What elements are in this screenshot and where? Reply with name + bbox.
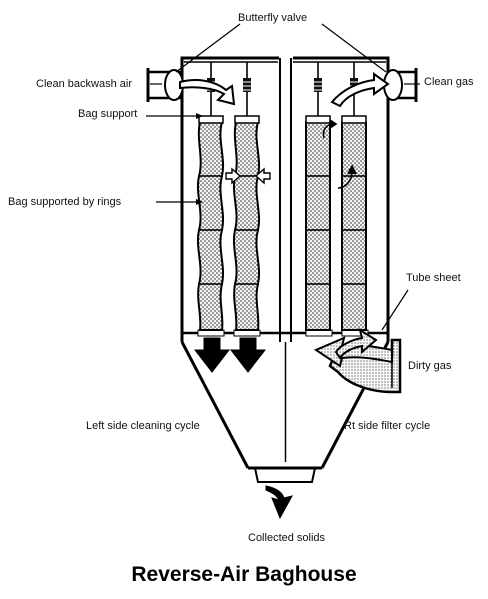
diagram-title: Reverse-Air Baghouse [131,563,357,586]
label-dirty-gas: Dirty gas [408,360,452,372]
filter-bag-right-1 [305,121,331,331]
filter-bag-left-2 [233,121,260,331]
label-butterfly-valve: Butterfly valve [238,12,308,24]
label-left-side-cleaning-cycle: Left side cleaning cycle [86,420,200,432]
bag-rings [199,175,366,285]
label-clean-backwash-air: Clean backwash air [36,78,132,90]
dust-fall-arrows [193,337,267,373]
filter-flow-arrows [322,119,357,189]
backwash-flow-arrow [179,79,236,106]
label-bag-supported-by-rings: Bag supported by rings [8,196,122,208]
leader-butterfly-left [175,23,241,73]
label-bag-support: Bag support [78,108,138,120]
leader-lines [146,23,420,331]
filter-bags [197,121,367,331]
label-rt-side-filter-cycle: Rt side filter cycle [344,420,431,432]
label-collected-solids: Collected solids [248,532,326,544]
filter-bag-left-1 [197,121,224,331]
bag-caps [198,115,367,124]
lateral-flow-arrows [225,167,271,185]
leader-tube-sheet [381,289,409,331]
dirty-gas-flow-arrow [313,327,393,368]
leader-arrowheads [196,113,203,205]
collected-solids-arrow [265,485,293,520]
label-clean-gas: Clean gas [424,76,474,88]
clean-gas-flow-arrow [330,72,390,108]
center-partition [279,58,292,462]
label-tube-sheet: Tube sheet [406,272,461,284]
filter-bag-right-2 [341,121,367,331]
leader-butterfly-right [321,23,387,73]
